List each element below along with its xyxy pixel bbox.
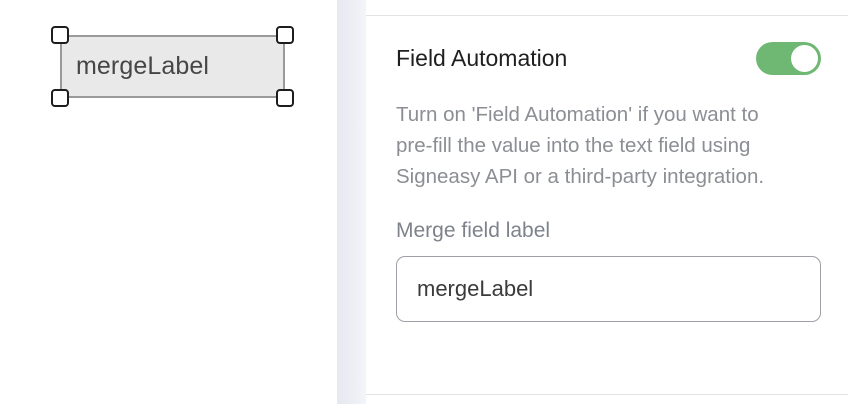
field-automation-title: Field Automation xyxy=(396,44,568,71)
panel-top-divider xyxy=(366,15,848,16)
resize-handle-top-right[interactable] xyxy=(276,26,294,44)
field-automation-description: Turn on 'Field Automation' if you want t… xyxy=(396,103,765,188)
toggle-knob xyxy=(791,44,818,72)
document-canvas[interactable]: mergeLabel xyxy=(0,0,337,404)
merge-field-box-label: mergeLabel xyxy=(76,52,210,80)
panel-bottom-divider xyxy=(366,394,848,395)
resize-handle-top-left[interactable] xyxy=(51,26,69,44)
panel-content: Field Automation Turn on 'Field Automati… xyxy=(396,16,821,322)
field-automation-header: Field Automation xyxy=(396,34,821,82)
field-automation-toggle[interactable] xyxy=(756,41,821,75)
resize-handle-bottom-left[interactable] xyxy=(51,89,69,107)
merge-field-label-input-value: mergeLabel xyxy=(417,276,534,301)
resize-handle-bottom-right[interactable] xyxy=(276,89,294,107)
merge-field-label-caption: Merge field label xyxy=(396,219,551,242)
merge-field-label-input[interactable]: mergeLabel xyxy=(396,256,821,322)
merge-field-box[interactable]: mergeLabel xyxy=(60,35,285,98)
field-properties-panel: Field Automation Turn on 'Field Automati… xyxy=(366,0,848,404)
panel-separator-strip xyxy=(337,0,366,404)
